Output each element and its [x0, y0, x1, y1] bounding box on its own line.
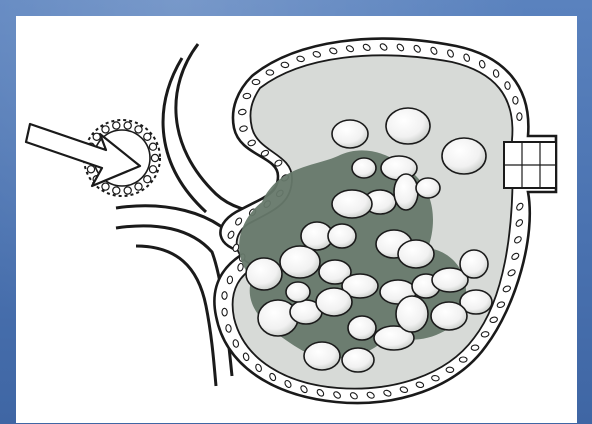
- capsule-cell-icon: [243, 93, 251, 99]
- follicle-icon: [431, 302, 467, 330]
- capsule-cell-icon: [238, 109, 246, 115]
- follicle-icon: [460, 250, 488, 278]
- capsule-cell-icon: [222, 292, 228, 300]
- follicle-icon: [286, 282, 310, 302]
- follicle-icon: [342, 348, 374, 372]
- follicle-icon: [398, 240, 434, 268]
- capsule-cell-icon: [252, 79, 260, 84]
- follicle-icon: [280, 246, 320, 278]
- lymph-node-icon: [214, 39, 556, 403]
- figure-panel: [16, 16, 577, 423]
- follicle-icon: [442, 138, 486, 174]
- capsule-cell-icon: [266, 70, 274, 76]
- follicle-icon: [394, 174, 418, 210]
- capsule-cell-icon: [227, 276, 233, 284]
- follicle-icon: [316, 288, 352, 316]
- follicle-icon: [352, 158, 376, 178]
- follicle-icon: [246, 258, 282, 290]
- capsule-cell-icon: [446, 367, 454, 373]
- capsule-cell-icon: [459, 357, 467, 362]
- follicle-icon: [386, 108, 430, 144]
- capsule-cell-icon: [222, 308, 228, 316]
- capsule-cell-icon: [481, 331, 489, 337]
- follicle-icon: [328, 224, 356, 248]
- efferent-vessel-stub: [504, 142, 556, 188]
- capsule-cell-icon: [281, 62, 289, 68]
- capsule-cell-icon: [504, 81, 510, 89]
- follicle-icon: [348, 316, 376, 340]
- capsule-cell-icon: [431, 375, 439, 381]
- lymph-node-diagram: [16, 16, 577, 423]
- capsule-cell-icon: [513, 96, 519, 104]
- capsule-cell-icon: [517, 113, 523, 121]
- capsule-cell-icon: [225, 324, 231, 332]
- capsule-cell-icon: [471, 345, 479, 351]
- follicle-icon: [416, 178, 440, 198]
- follicle-icon: [332, 120, 368, 148]
- follicle-icon: [304, 342, 340, 370]
- follicle-icon: [332, 190, 372, 218]
- follicle-icon: [396, 296, 428, 332]
